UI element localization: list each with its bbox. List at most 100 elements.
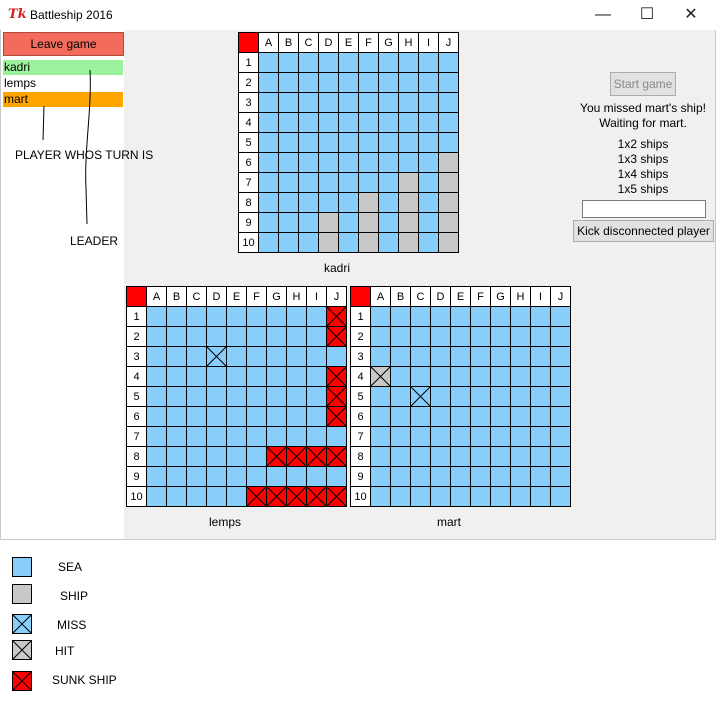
board-cell-sea[interactable] — [278, 172, 299, 193]
board-cell-sea[interactable] — [278, 72, 299, 93]
board-cell-sea[interactable] — [370, 446, 391, 467]
board-cell-sea[interactable] — [390, 326, 411, 347]
board-cell-sea[interactable] — [530, 406, 551, 427]
board-cell-sea[interactable] — [370, 326, 391, 347]
board-cell-sea[interactable] — [490, 346, 511, 367]
board-cell-sea[interactable] — [266, 326, 287, 347]
board-cell-ship[interactable] — [398, 212, 419, 233]
board-cell-sea[interactable] — [378, 92, 399, 113]
board-cell-sea[interactable] — [258, 192, 279, 213]
board-cell-ship[interactable] — [438, 172, 459, 193]
board-cell-sea[interactable] — [206, 326, 227, 347]
board-cell-sea[interactable] — [490, 466, 511, 487]
board-cell-sea[interactable] — [186, 326, 207, 347]
board-cell-sea[interactable] — [286, 426, 307, 447]
board-cell-sea[interactable] — [246, 306, 267, 327]
board-cell-ship[interactable] — [438, 212, 459, 233]
board-cell-sea[interactable] — [410, 306, 431, 327]
board-cell-sea[interactable] — [470, 406, 491, 427]
board-cell-sea[interactable] — [206, 466, 227, 487]
board-cell-sea[interactable] — [266, 426, 287, 447]
board-cell-sea[interactable] — [286, 406, 307, 427]
board-cell-sea[interactable] — [370, 466, 391, 487]
board-cell-sea[interactable] — [298, 172, 319, 193]
player-list-item-mart[interactable]: mart — [3, 92, 123, 107]
board-cell-sea[interactable] — [358, 172, 379, 193]
board-cell-sea[interactable] — [378, 212, 399, 233]
board-cell-sea[interactable] — [450, 426, 471, 447]
board-cell-sea[interactable] — [146, 486, 167, 507]
board-cell-sea[interactable] — [246, 466, 267, 487]
board-cell-sea[interactable] — [378, 72, 399, 93]
board-cell-sea[interactable] — [258, 92, 279, 113]
board-cell-sea[interactable] — [286, 306, 307, 327]
board-cell-sea[interactable] — [530, 486, 551, 507]
board-cell-sea[interactable] — [490, 326, 511, 347]
board-cell-sea[interactable] — [398, 92, 419, 113]
board-cell-sea[interactable] — [418, 132, 439, 153]
board-cell-sea[interactable] — [258, 52, 279, 73]
board-cell-sea[interactable] — [318, 172, 339, 193]
board-cell-sea[interactable] — [390, 306, 411, 327]
board-cell-sea[interactable] — [418, 52, 439, 73]
board-cell-sea[interactable] — [438, 132, 459, 153]
board-cell-sea[interactable] — [390, 366, 411, 387]
board-cell-sea[interactable] — [306, 386, 327, 407]
board-cell-sea[interactable] — [418, 192, 439, 213]
board-cell-sea[interactable] — [206, 486, 227, 507]
board-cell-sea[interactable] — [358, 92, 379, 113]
board-cell-sea[interactable] — [298, 132, 319, 153]
board-cell-sea[interactable] — [206, 406, 227, 427]
board-cell-sea[interactable] — [286, 346, 307, 367]
board-cell-sea[interactable] — [370, 346, 391, 367]
board-cell-sea[interactable] — [246, 346, 267, 367]
board-cell-sea[interactable] — [266, 466, 287, 487]
board-cell-sea[interactable] — [438, 72, 459, 93]
board-cell-sea[interactable] — [266, 366, 287, 387]
board-cell-ship[interactable] — [358, 192, 379, 213]
board-cell-sea[interactable] — [186, 366, 207, 387]
board-cell-sea[interactable] — [266, 406, 287, 427]
board-cell-sea[interactable] — [418, 232, 439, 253]
board-cell-sea[interactable] — [470, 306, 491, 327]
board-cell-sea[interactable] — [206, 446, 227, 467]
board-cell-sunk[interactable] — [306, 486, 327, 507]
board-cell-sea[interactable] — [318, 52, 339, 73]
board-cell-sea[interactable] — [246, 366, 267, 387]
board-cell-sea[interactable] — [338, 112, 359, 133]
board-cell-sea[interactable] — [226, 386, 247, 407]
board-cell-sunk[interactable] — [326, 366, 347, 387]
board-cell-sea[interactable] — [358, 72, 379, 93]
board-cell-sea[interactable] — [306, 306, 327, 327]
board-cell-sea[interactable] — [410, 346, 431, 367]
board-cell-sea[interactable] — [278, 152, 299, 173]
board-cell-sea[interactable] — [186, 346, 207, 367]
board-cell-sea[interactable] — [338, 172, 359, 193]
board-cell-sunk[interactable] — [246, 486, 267, 507]
board-cell-sea[interactable] — [318, 112, 339, 133]
board-cell-sunk[interactable] — [326, 486, 347, 507]
board-cell-sea[interactable] — [450, 486, 471, 507]
board-cell-sea[interactable] — [550, 466, 571, 487]
board-cell-ship[interactable] — [318, 212, 339, 233]
board-cell-ship[interactable] — [358, 212, 379, 233]
board-cell-sunk[interactable] — [326, 406, 347, 427]
board-cell-sea[interactable] — [410, 446, 431, 467]
board-cell-sea[interactable] — [298, 92, 319, 113]
board-cell-sea[interactable] — [430, 326, 451, 347]
board-cell-sea[interactable] — [430, 306, 451, 327]
board-cell-sea[interactable] — [226, 366, 247, 387]
board-cell-sea[interactable] — [450, 306, 471, 327]
title-bar[interactable]: Tk Battleship 2016 — ☐ ✕ — [0, 0, 716, 30]
board-cell-sea[interactable] — [318, 192, 339, 213]
board-cell-sea[interactable] — [430, 406, 451, 427]
board-cell-sea[interactable] — [430, 346, 451, 367]
board-cell-sea[interactable] — [146, 386, 167, 407]
board-cell-sea[interactable] — [246, 406, 267, 427]
board-cell-sunk[interactable] — [326, 446, 347, 467]
board-cell-sea[interactable] — [266, 346, 287, 367]
board-cell-sea[interactable] — [430, 366, 451, 387]
board-cell-sea[interactable] — [370, 306, 391, 327]
board-cell-sea[interactable] — [378, 172, 399, 193]
board-cell-sea[interactable] — [510, 426, 531, 447]
